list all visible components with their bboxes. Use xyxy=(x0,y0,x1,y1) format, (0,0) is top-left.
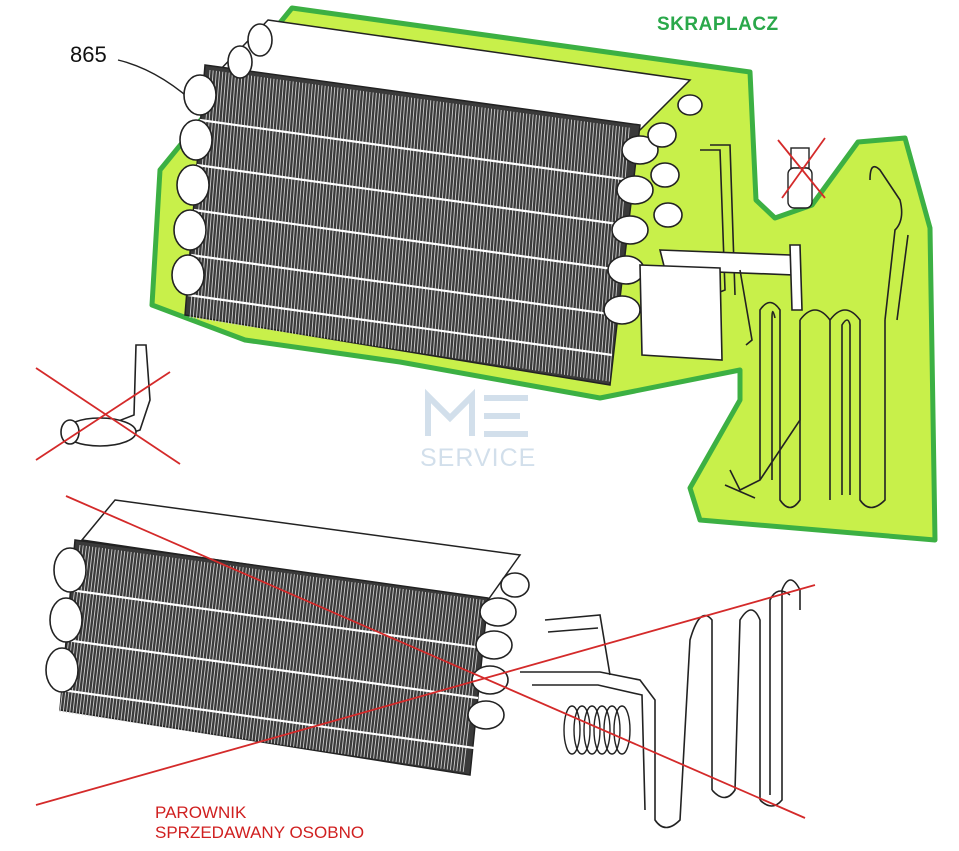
pipe-fitting-part xyxy=(60,344,151,447)
me-logo-icon xyxy=(425,388,528,437)
watermark-text: SERVICE xyxy=(420,444,537,472)
evaporator-note: PAROWNIK SPRZEDAWANY OSOBNO xyxy=(155,803,364,843)
watermark: SERVICE xyxy=(420,388,544,474)
strike-filter xyxy=(777,137,826,199)
condenser-coil xyxy=(171,19,909,509)
evaporator-coil xyxy=(45,499,801,829)
evaporator-label: PAROWNIK xyxy=(155,803,247,822)
strike-evaporator xyxy=(35,495,816,819)
strike-fitting xyxy=(35,367,181,465)
sold-separately-label: SPRZEDAWANY OSOBNO xyxy=(155,823,365,842)
part-number-label: 865 xyxy=(70,42,107,67)
condenser-label: SKRAPLACZ xyxy=(657,14,779,35)
